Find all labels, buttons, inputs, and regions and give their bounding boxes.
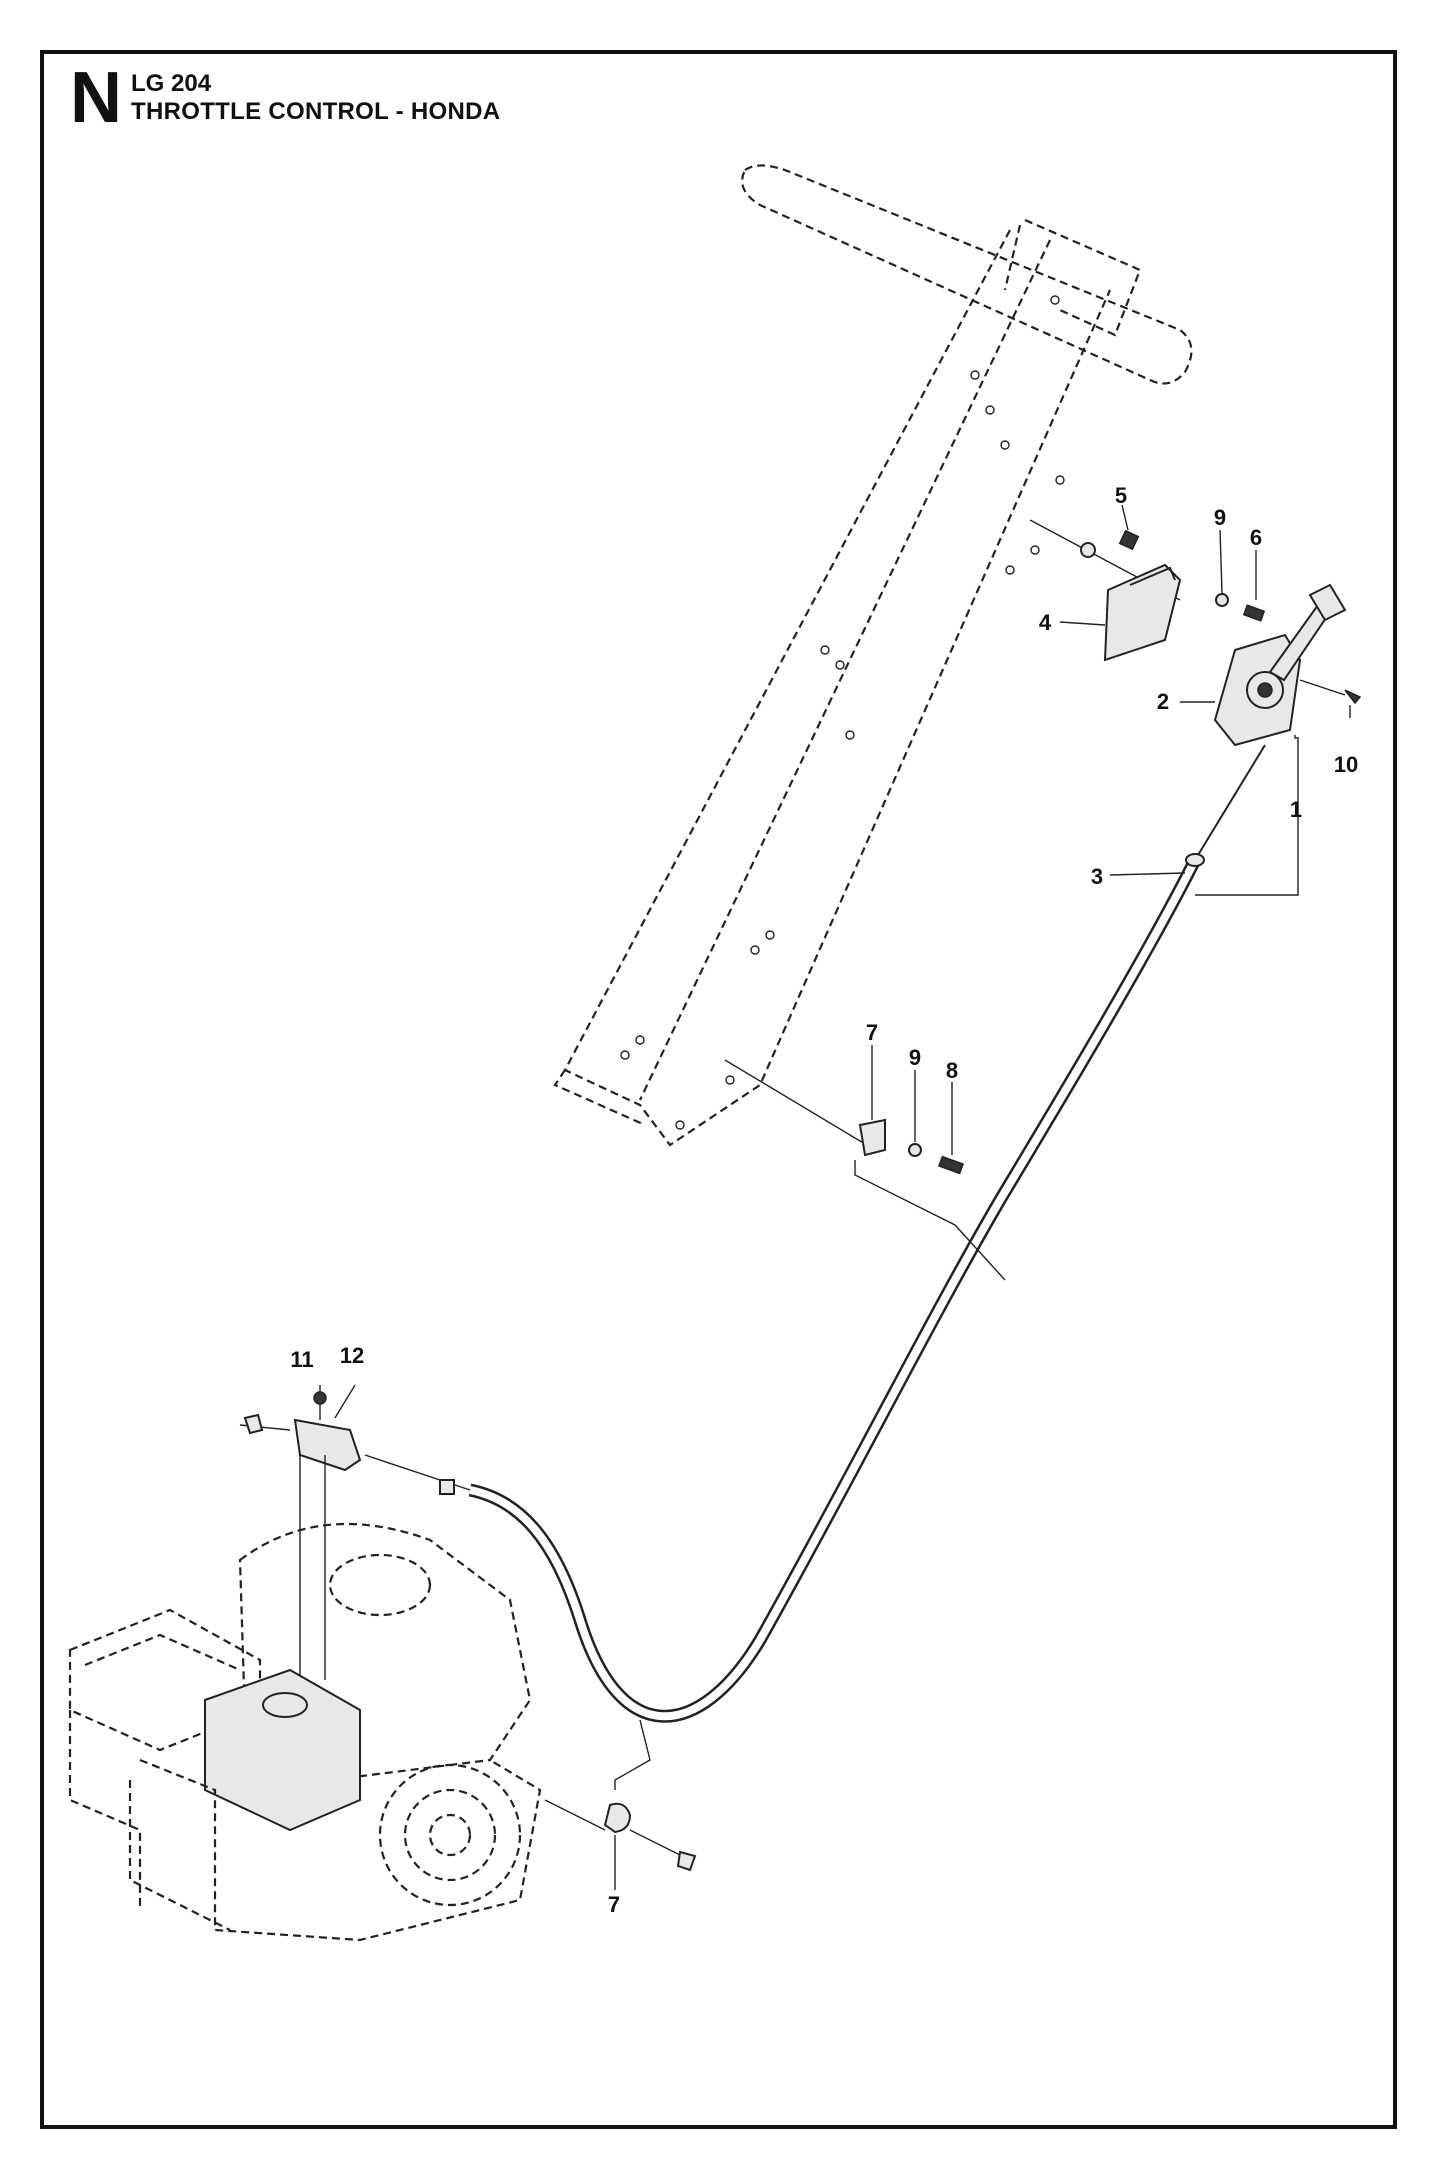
callout-7-upper: 7 — [866, 1020, 878, 1045]
callout-8: 8 — [946, 1058, 958, 1083]
callout-3: 3 — [1091, 864, 1103, 889]
handlebar-phantom — [741, 164, 1193, 385]
callout-2: 2 — [1157, 689, 1169, 714]
engine-throttle-bracket — [239, 1391, 362, 1680]
upper-mount-hardware — [1029, 519, 1266, 662]
callout-7-lower: 7 — [608, 1892, 620, 1917]
callout-9-lower: 9 — [909, 1045, 921, 1070]
diagram-title: THROTTLE CONTROL - HONDA — [131, 98, 501, 125]
callout-10: 10 — [1334, 752, 1358, 777]
throttle-cable — [364, 744, 1266, 1723]
callout-9-upper: 9 — [1214, 505, 1226, 530]
callout-11: 11 — [290, 1347, 313, 1372]
callout-1: 1 — [1290, 797, 1302, 822]
leader-lines — [319, 504, 1351, 1890]
callout-4: 4 — [1039, 610, 1052, 635]
callout-12: 12 — [340, 1343, 364, 1368]
callout-6: 6 — [1250, 525, 1262, 550]
handle-tube-phantom — [553, 229, 1112, 1147]
throttle-lever-assembly — [1213, 583, 1362, 747]
model-number: LG 204 — [131, 70, 212, 97]
engine-phantom — [68, 1522, 697, 1942]
cable-clamp-hardware — [724, 1059, 1006, 1281]
callout-labels: 5 9 6 4 2 10 1 3 7 9 8 11 12 7 — [290, 483, 1358, 1917]
page-border-frame — [40, 50, 1397, 2129]
section-letter: N — [70, 58, 122, 138]
callout-5: 5 — [1115, 483, 1127, 508]
